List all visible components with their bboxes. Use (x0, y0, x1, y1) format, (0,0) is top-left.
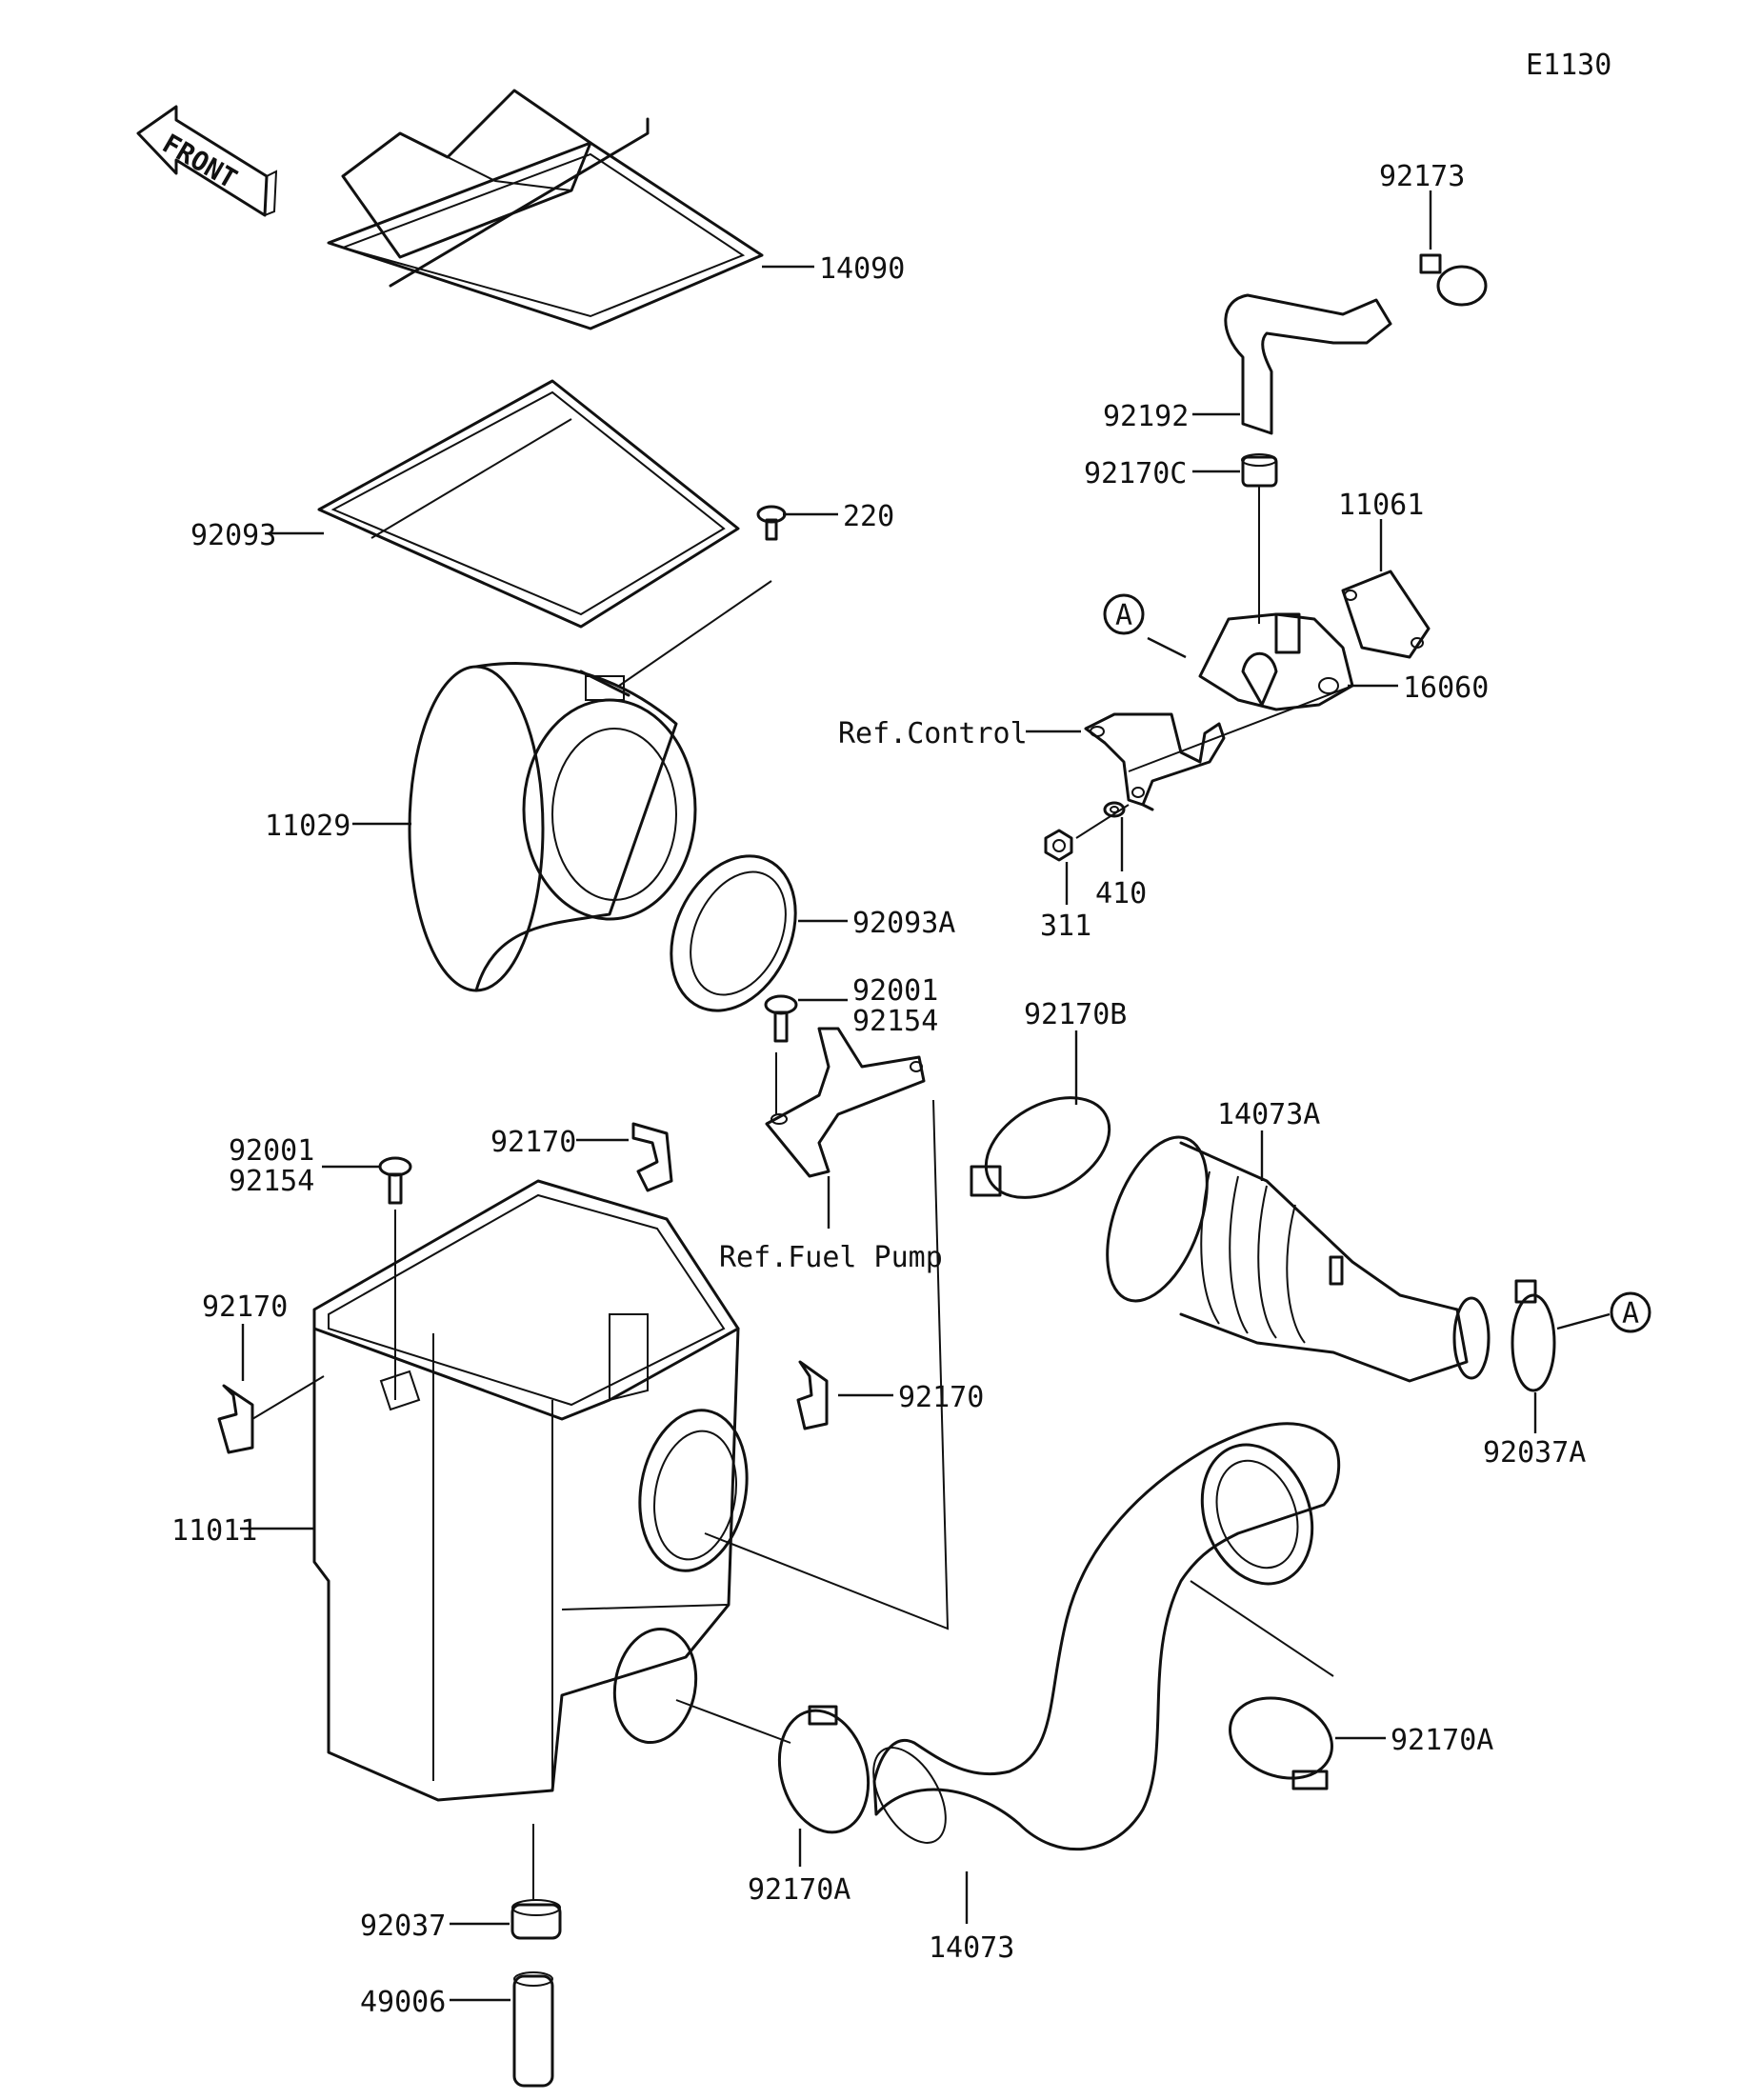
clip-92170-left (217, 1384, 254, 1454)
label-11061: 11061 (1338, 489, 1424, 522)
leader-220-bracket (618, 580, 772, 687)
bolt-left (378, 1156, 412, 1205)
clamp-b-axis (704, 1099, 950, 1630)
label-410: 410 (1095, 877, 1147, 910)
front-label: FRONT (157, 128, 243, 195)
label-ref-fuel-pump: Ref.Fuel Pump (719, 1241, 943, 1274)
clamp-92170a-low (777, 1705, 870, 1834)
label-49006: 49006 (360, 1986, 446, 2019)
nut-311 (1044, 829, 1073, 862)
label-92154-top: 92154 (852, 1005, 938, 1038)
svg-text:A: A (1115, 599, 1132, 632)
bolt-top (764, 994, 798, 1043)
fastener-axis (1075, 804, 1130, 839)
clamp-92037 (510, 1899, 562, 1940)
label-311: 311 (1040, 910, 1091, 943)
label-92093a: 92093A (852, 907, 955, 940)
label-16060: 16060 (1403, 671, 1489, 705)
intake-duct (872, 1422, 1341, 1851)
label-14073: 14073 (929, 1931, 1014, 1965)
label-92093: 92093 (190, 519, 276, 552)
clip-left-axis (251, 1375, 325, 1420)
leader-ref-a-top (1147, 636, 1187, 659)
label-14073a: 14073A (1217, 1098, 1320, 1131)
ref-marker-a-top: A (1103, 593, 1145, 635)
label-ref-control: Ref.Control (838, 717, 1028, 750)
label-92037: 92037 (360, 1910, 446, 1943)
breather-body (1198, 612, 1354, 711)
svg-text:A: A (1622, 1297, 1639, 1330)
intake-boot (1106, 1135, 1491, 1383)
label-92170-left: 92170 (202, 1290, 288, 1324)
label-14090: 14090 (819, 252, 905, 286)
clamp-low-axis (675, 1699, 791, 1744)
air-cleaner-cover (327, 89, 764, 330)
control-bracket (1084, 685, 1353, 811)
label-11029: 11029 (265, 810, 350, 843)
vent-hose (1224, 293, 1392, 435)
label-92001-top: 92001 (852, 974, 938, 1008)
ref-marker-a-right: A (1610, 1291, 1651, 1333)
washer-410 (1103, 801, 1126, 818)
air-cleaner-case (312, 1179, 749, 1802)
clip-92170-mid (631, 1122, 673, 1192)
clamp-92170b (970, 1096, 1111, 1199)
label-92154-left: 92154 (229, 1165, 314, 1198)
label-11011: 11011 (171, 1514, 257, 1548)
front-arrow-icon: FRONT (136, 105, 278, 217)
label-92170b: 92170B (1024, 998, 1127, 1031)
breather-gasket (1341, 570, 1431, 659)
figure-code: E1130 (1526, 49, 1611, 82)
clamp-right-axis (1190, 1580, 1334, 1677)
label-92170a-right: 92170A (1391, 1724, 1493, 1757)
filter-gasket (317, 379, 740, 629)
screw-220 (756, 505, 787, 541)
fuel-pump-bracket (765, 1027, 926, 1178)
label-92170c: 92170C (1084, 457, 1187, 490)
filter-element (408, 662, 697, 992)
leader-ref-a-right (1556, 1312, 1611, 1330)
clip-92170c (1241, 453, 1278, 488)
clip-92173 (1419, 253, 1488, 307)
clamp-92037a (1511, 1279, 1556, 1392)
label-92170-mid: 92170 (490, 1126, 576, 1159)
label-92170a-low: 92170A (748, 1873, 850, 1907)
clip-92170-right (796, 1360, 829, 1430)
label-92001-left: 92001 (229, 1134, 314, 1168)
label-220: 220 (843, 500, 894, 533)
label-92173: 92173 (1379, 160, 1465, 193)
drain-tube (512, 1971, 554, 2088)
seal-ring (670, 854, 797, 1012)
label-92192: 92192 (1103, 400, 1189, 433)
label-92037a: 92037A (1483, 1436, 1586, 1470)
clamp-92170a-right (1229, 1696, 1333, 1790)
